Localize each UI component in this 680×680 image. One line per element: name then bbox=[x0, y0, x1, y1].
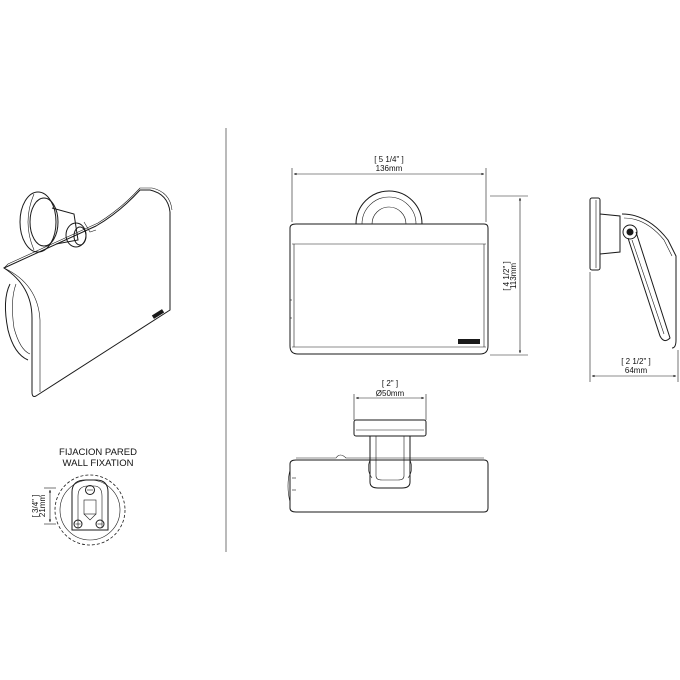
fixing-dim-in: [ 3/4" ] bbox=[31, 495, 40, 518]
width-dim-in: [ 5 1/4" ] bbox=[374, 155, 404, 164]
wall-fixation-detail: FIJACION PARED WALL FIXATION [ 3/4" ] 21… bbox=[31, 447, 137, 546]
side-view: [ 2 1/2" ] 64mm bbox=[589, 197, 679, 382]
top-view: [ 2" ] Ø50mm bbox=[289, 379, 489, 513]
fixation-label-en: WALL FIXATION bbox=[63, 458, 134, 469]
height-dim-in: [ 4 1/2" ] bbox=[502, 261, 511, 291]
depth-dim-in: [ 2 1/2" ] bbox=[621, 357, 651, 366]
rosette-dim-in: [ 2" ] bbox=[382, 379, 398, 388]
fixation-label-es: FIJACION PARED bbox=[59, 447, 137, 458]
fixing-dim-mm: 21mm bbox=[38, 495, 47, 518]
front-logo-plate bbox=[458, 339, 480, 344]
width-dim-mm: 136mm bbox=[376, 164, 403, 173]
top-view-edge bbox=[287, 469, 291, 503]
depth-dim-mm: 64mm bbox=[625, 366, 648, 375]
perspective-view bbox=[2, 187, 173, 397]
rosette-dim-mm: Ø50mm bbox=[376, 389, 405, 398]
logo-plate bbox=[151, 309, 165, 319]
height-dim-mm: 113mm bbox=[509, 263, 518, 289]
front-view: [ 5 1/4" ] 136mm [ 4 1/2" ] 113mm bbox=[289, 155, 528, 356]
